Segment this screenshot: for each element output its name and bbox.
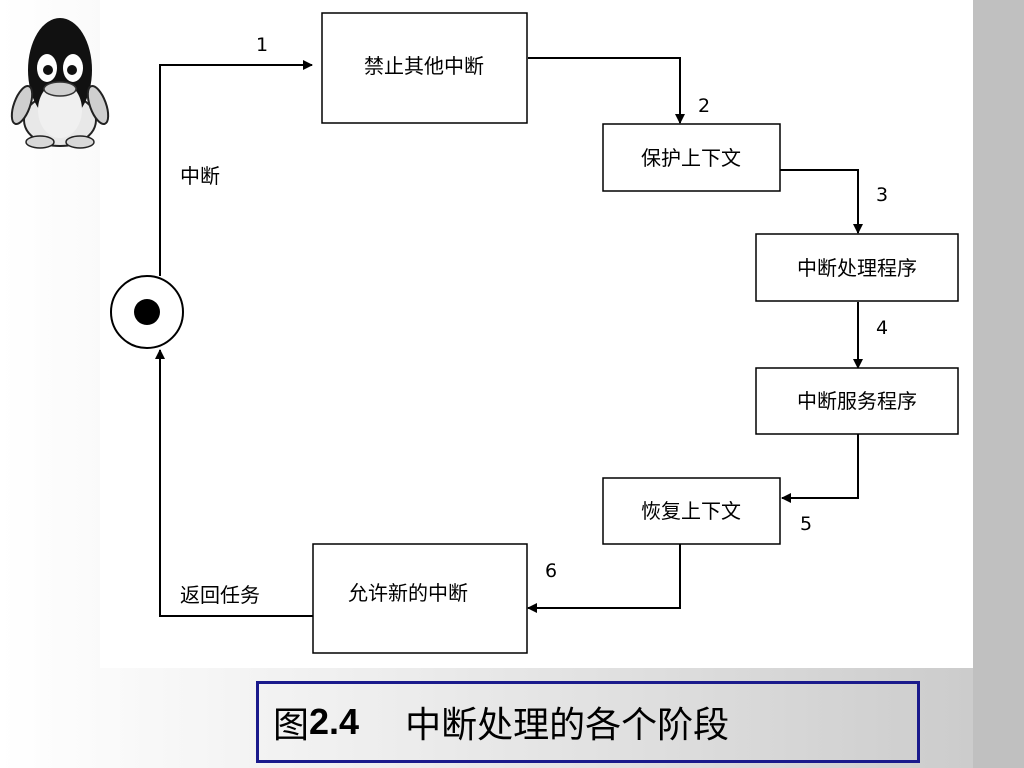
step-1: 1 — [256, 34, 268, 56]
arrow-6 — [527, 544, 681, 613]
label-allow-new-interrupts: 允许新的中断 — [348, 581, 468, 605]
label-interrupt-service: 中断服务程序 — [797, 389, 917, 413]
label-interrupt: 中断 — [180, 164, 220, 188]
penguin-icon — [10, 18, 110, 149]
arrow-5 — [781, 434, 859, 503]
label-restore-context: 恢复上下文 — [641, 499, 741, 523]
caption-prefix: 图 — [273, 705, 310, 746]
label-save-context: 保护上下文 — [641, 146, 741, 170]
step-6: 6 — [545, 560, 557, 582]
caption-number: 2.4 — [309, 701, 360, 742]
box-save-context — [602, 123, 781, 192]
box-restore-context — [602, 477, 781, 545]
arrow-3 — [780, 169, 863, 234]
label-interrupt-handler: 中断处理程序 — [797, 256, 917, 280]
arrow-2 — [528, 57, 685, 124]
step-5: 5 — [800, 513, 812, 535]
label-return-task: 返回任务 — [180, 583, 260, 607]
label-disable-interrupts: 禁止其他中断 — [364, 54, 484, 78]
box-interrupt-service — [755, 367, 959, 435]
diagram-canvas — [100, 0, 973, 668]
step-2: 2 — [698, 95, 710, 117]
step-4: 4 — [876, 317, 888, 339]
caption-title: 中断处理的各个阶段 — [405, 705, 730, 746]
start-node-icon — [110, 275, 184, 349]
arrow-1 — [159, 60, 313, 276]
box-allow-new-interrupts — [312, 543, 528, 654]
background-band — [973, 0, 1024, 768]
box-disable-interrupts — [321, 12, 528, 124]
box-interrupt-handler — [755, 233, 959, 302]
arrow-return — [155, 349, 313, 617]
step-3: 3 — [876, 184, 888, 206]
